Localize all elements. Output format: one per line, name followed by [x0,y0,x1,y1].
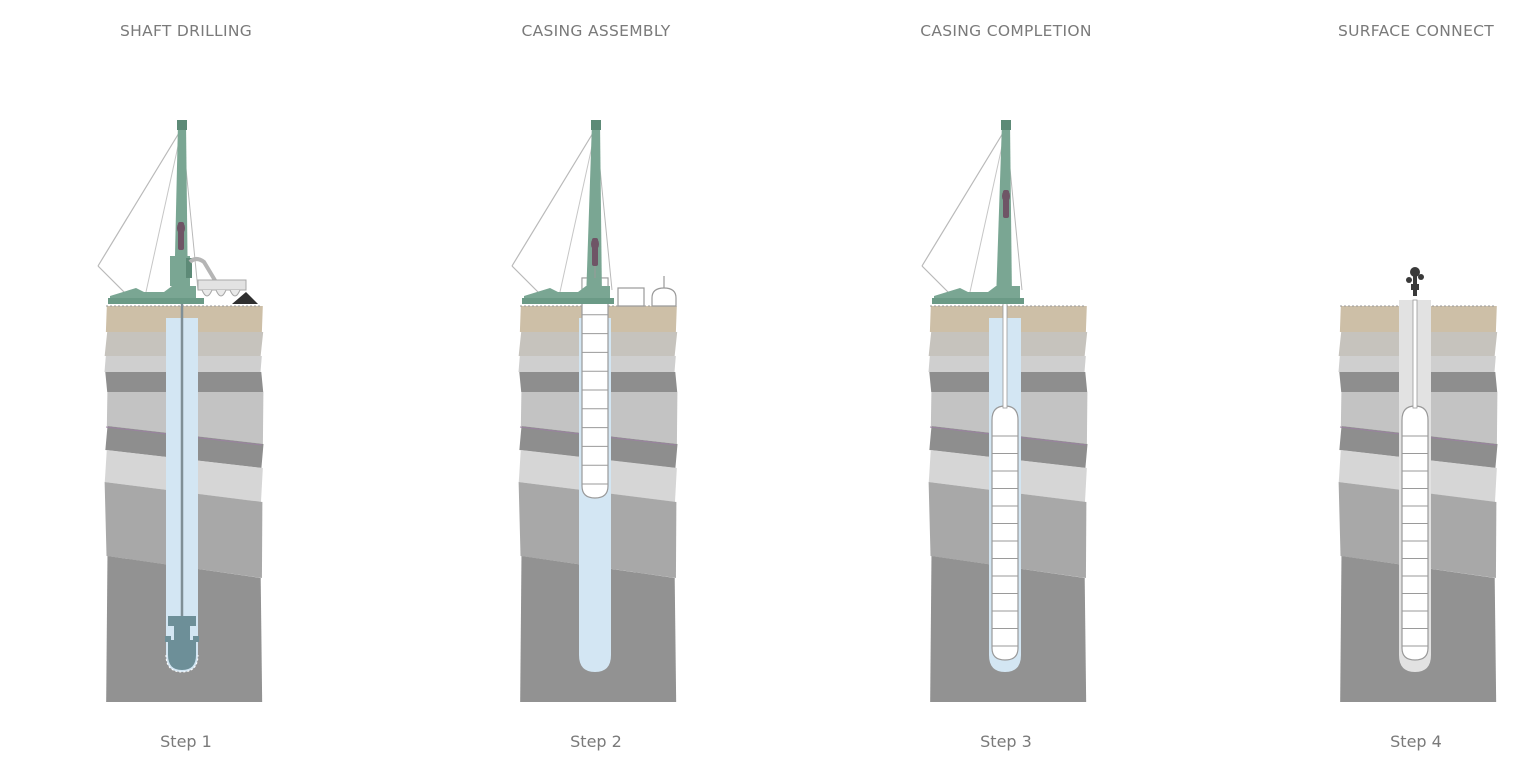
step-panel-2: CASING ASSEMBLY Step 2 [446,0,746,767]
step-label: Step 3 [980,732,1032,751]
step-label: Step 2 [570,732,622,751]
panel-title: CASING ASSEMBLY [521,22,671,40]
step-panel-4: SURFACE CONNECT Step 4 [1266,0,1536,767]
step-label: Step 1 [160,732,212,751]
step-panel-1: SHAFT DRILLING [36,0,336,767]
hammer-tool [1002,190,1010,218]
shaft-drilling-illustration [97,120,264,702]
panel-title: CASING COMPLETION [920,22,1092,40]
panel-title: SURFACE CONNECT [1337,22,1495,40]
surface-connect-illustration [1338,267,1498,702]
casing-string [991,405,1019,661]
step-panel-3: CASING COMPLETION Step 3 [856,0,1156,767]
casing-string [1401,405,1429,661]
step-label: Step 4 [1390,732,1442,751]
mud-tanks [197,279,258,304]
hammer-tool [177,222,185,250]
casing-rungs [992,435,1018,647]
panel-title: SHAFT DRILLING [119,22,253,40]
drill-head [165,616,199,670]
surface-containers [617,276,677,307]
casing-assembly-illustration [511,120,678,702]
casing-completion-illustration [921,120,1088,702]
mud-hose [188,257,245,286]
wellhead-valve-icon [1406,267,1424,296]
drilling-crane [97,120,204,304]
casing-string [581,277,609,499]
hammer-tool [591,238,599,266]
casing-rungs [1402,435,1428,647]
assembly-crane [511,120,614,304]
